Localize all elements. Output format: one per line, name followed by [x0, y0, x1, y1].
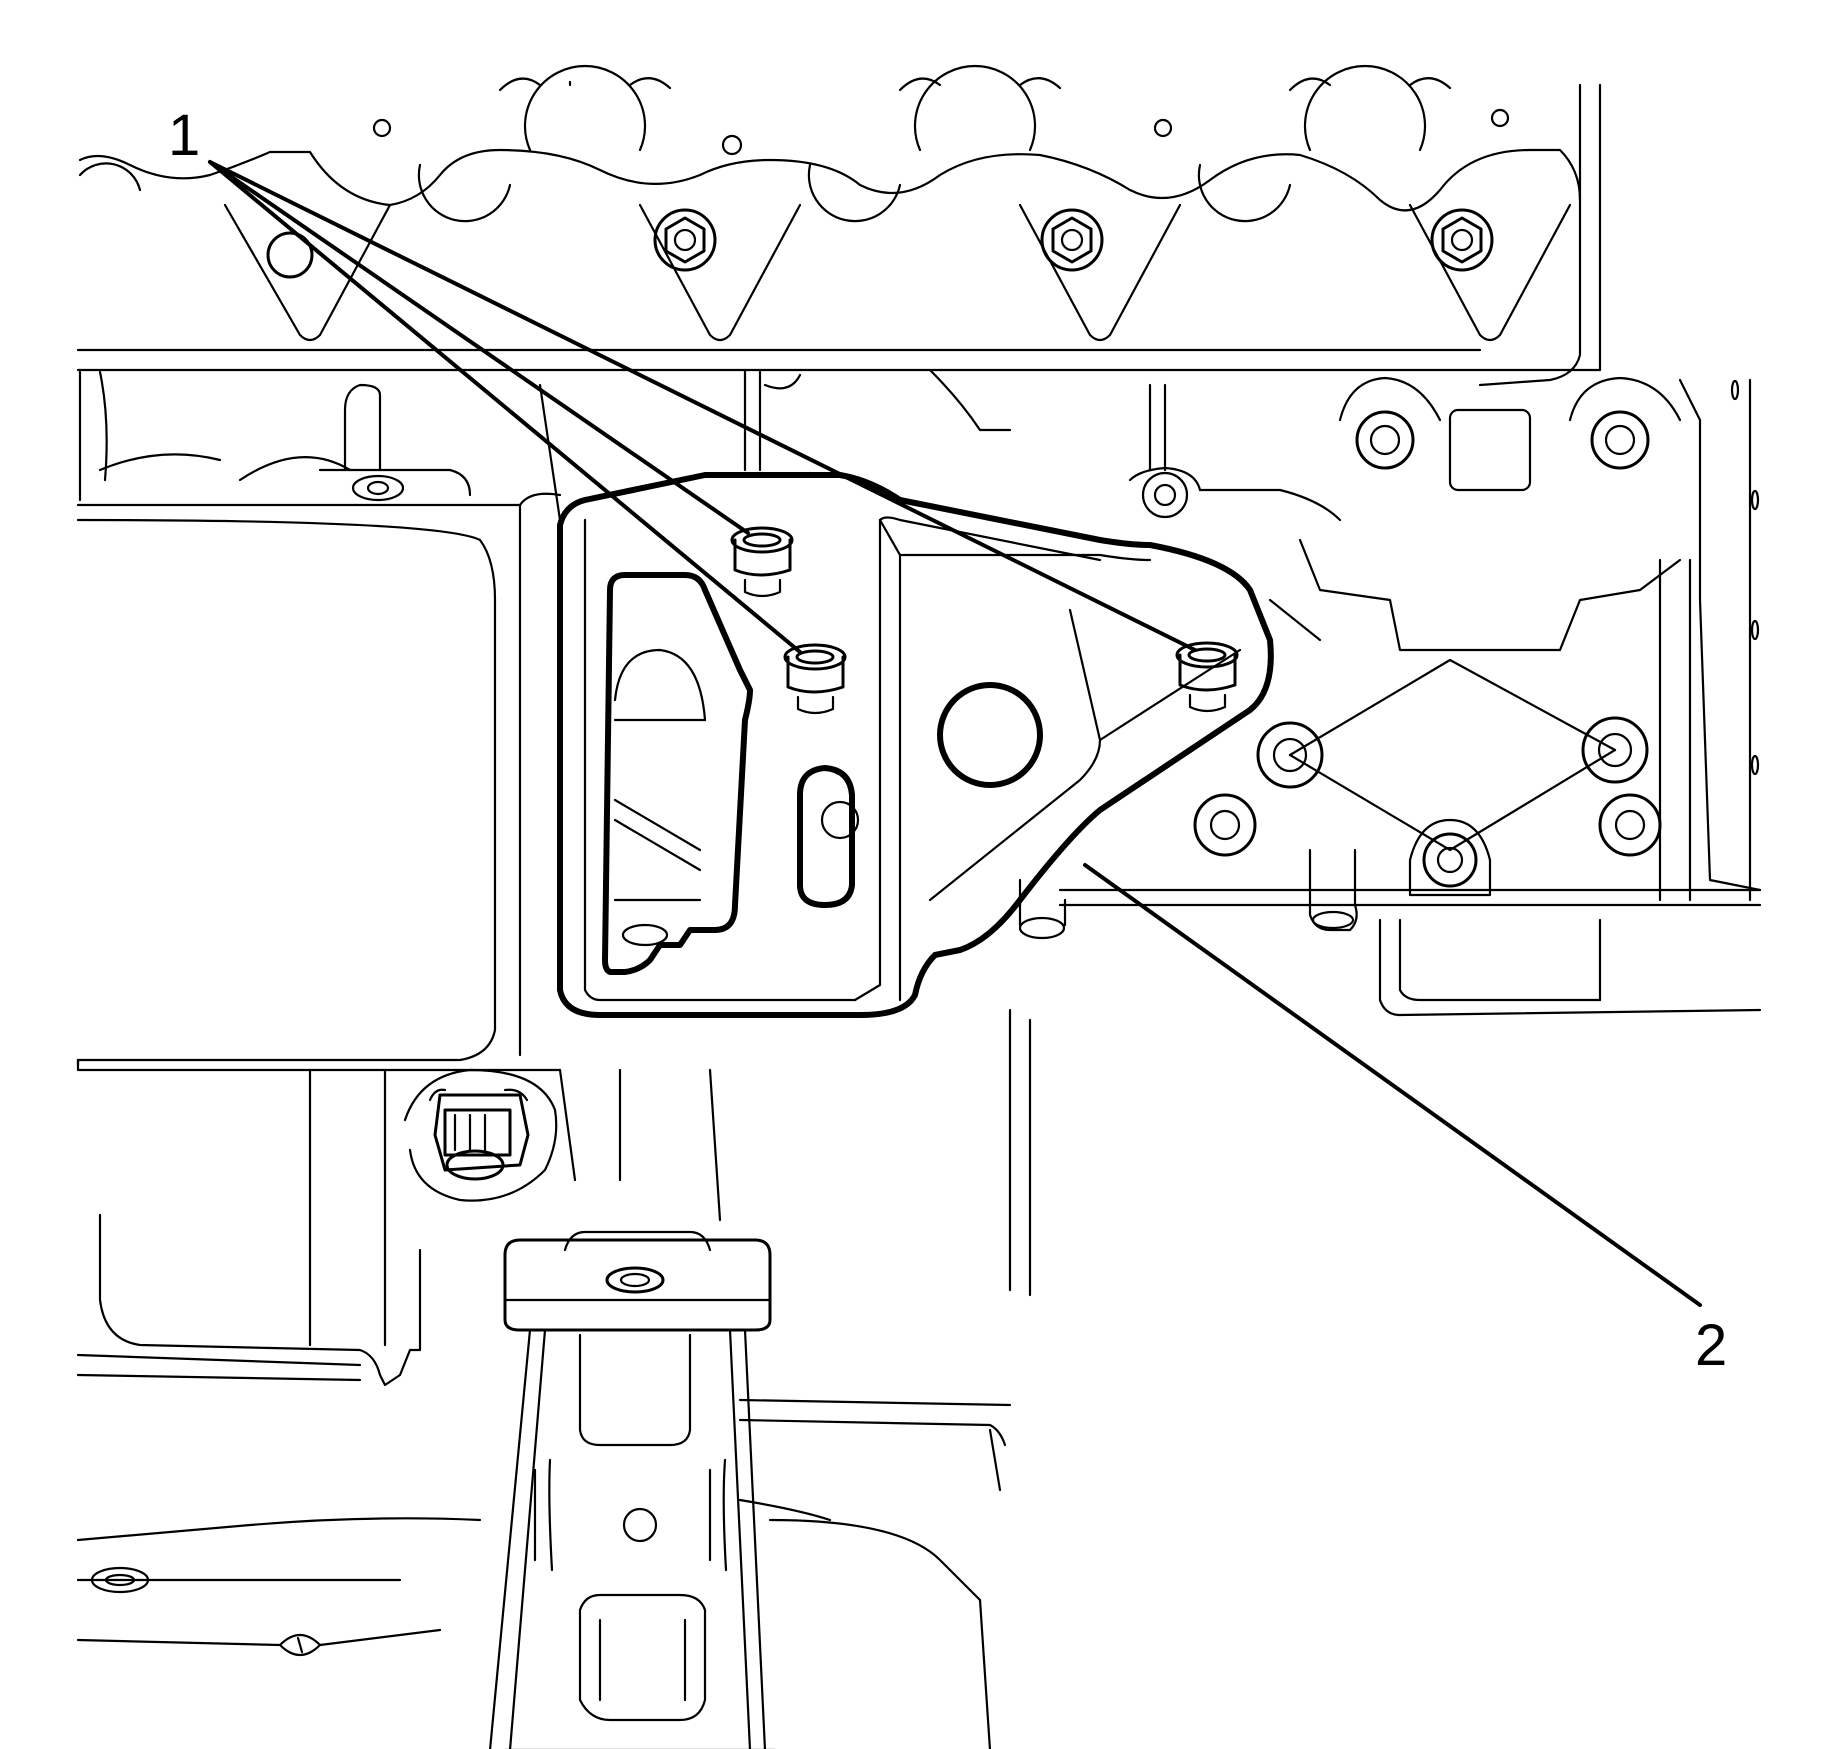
oil-pan-right [1018, 848, 1762, 1017]
engine-mount-bracket [557, 472, 1274, 1018]
block-right-bosses [1193, 376, 1762, 902]
jack-stand [488, 1230, 776, 1749]
engine-block-outline [76, 368, 1342, 1072]
oil-pan-left [76, 1008, 1032, 1749]
callout-leaders [208, 160, 1702, 1307]
callout-2-label: 2 [1695, 1313, 1727, 1378]
cylinder-head-outline [76, 65, 1602, 387]
bolt-middle [783, 643, 847, 715]
bolt-upper [730, 526, 794, 598]
bolt-right [1175, 641, 1239, 713]
sensor-connector [403, 1068, 558, 1202]
callout-1-label: 1 [168, 103, 200, 168]
head-bolt-bosses [223, 203, 1572, 342]
bracket-bolts [730, 526, 1239, 715]
